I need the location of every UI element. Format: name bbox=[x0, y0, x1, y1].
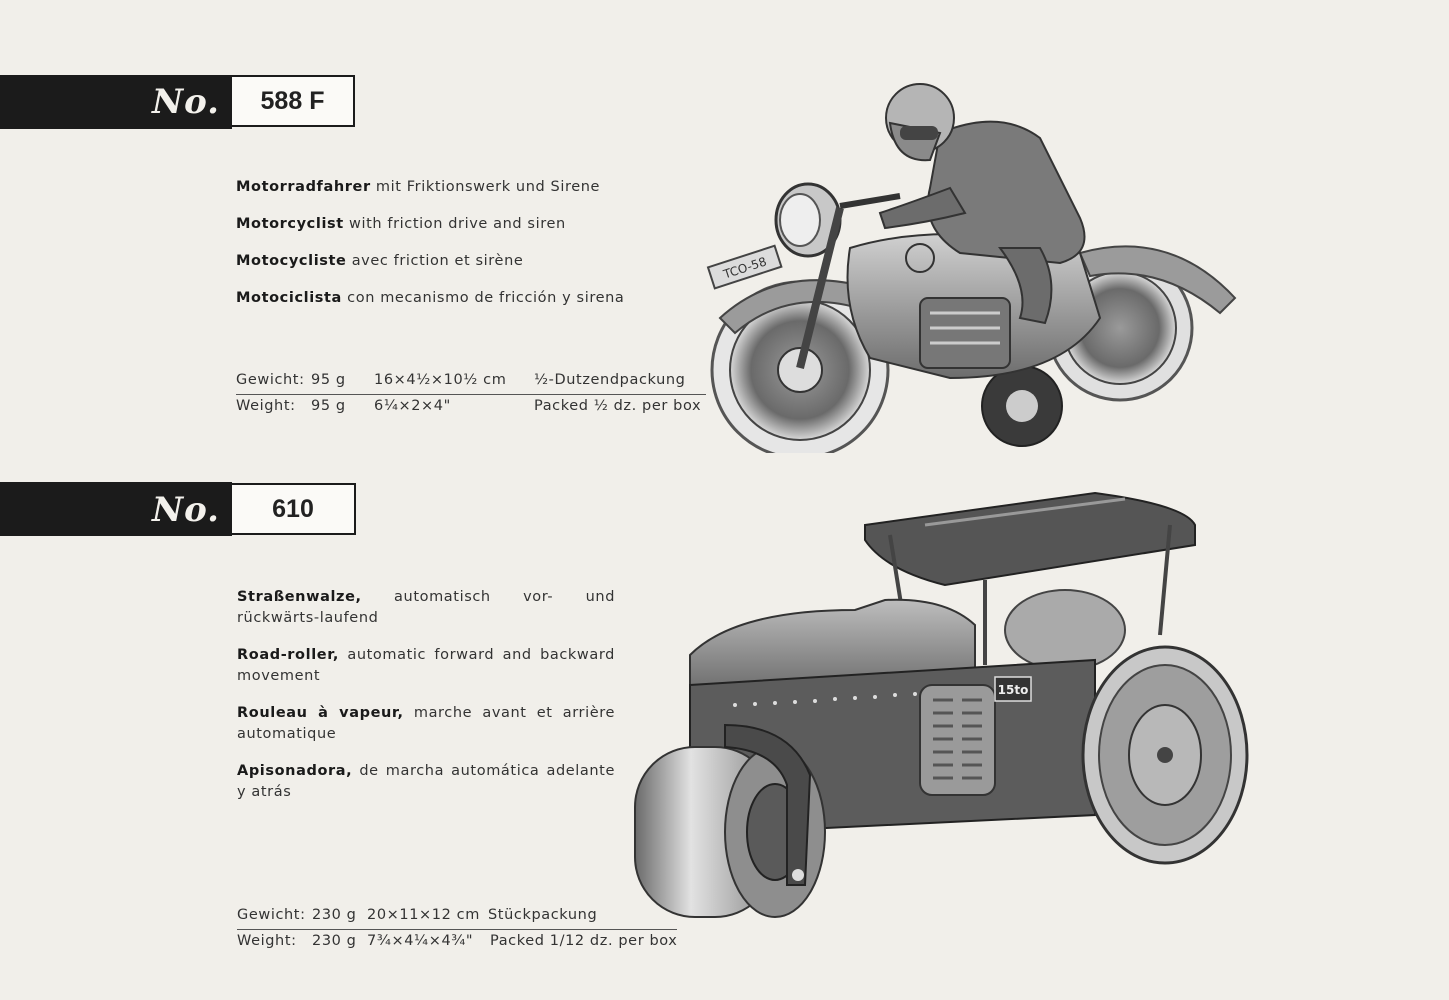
product-name: Road-roller, bbox=[237, 647, 339, 663]
product-name: Rouleau à vapeur, bbox=[237, 705, 404, 721]
spec-dimensions: 7¾×4¼×4¾" bbox=[367, 933, 474, 949]
motorcyclist-illustration: TCO-58 bbox=[706, 83, 1237, 453]
description-text: con mecanismo de fricción y sirena bbox=[347, 290, 625, 306]
number-band bbox=[0, 482, 232, 536]
description-line: Motorcyclist with friction drive and sir… bbox=[236, 214, 676, 235]
description-text: with friction drive and siren bbox=[349, 216, 566, 232]
spec-packing: Stückpackung bbox=[488, 907, 598, 923]
no-label: No. bbox=[152, 82, 220, 122]
description-text: de marcha automática adelante y atrás bbox=[237, 763, 615, 800]
spec-row: Weight: 230 g 7¾×4¼×4¾" Packed 1/12 dz. … bbox=[237, 929, 677, 955]
product-description: Straßenwalze, automatisch vor- und rückw… bbox=[237, 587, 615, 819]
product-name: Motorcyclist bbox=[236, 216, 344, 232]
product-name: Motocycliste bbox=[236, 253, 347, 269]
spec-label: Weight: bbox=[236, 398, 296, 414]
spec-label: Gewicht: bbox=[237, 907, 306, 923]
product-number-box: 610 bbox=[230, 483, 356, 535]
product-number: 610 bbox=[272, 494, 314, 523]
product-name: Motociclista bbox=[236, 290, 342, 306]
spec-row: Gewicht: 230 g 20×11×12 cm Stückpackung bbox=[237, 903, 677, 929]
spec-table: Gewicht: 95 g 16×4½×10½ cm ½-Dutzendpack… bbox=[236, 368, 706, 424]
description-line: Road-roller, automatic forward and backw… bbox=[237, 645, 615, 687]
product-description: Motorradfahrer mit Friktionswerk und Sir… bbox=[236, 177, 676, 325]
spec-divider bbox=[237, 929, 677, 930]
spec-packing: ½-Dutzendpackung bbox=[534, 372, 686, 388]
description-text: mit Friktionswerk und Sirene bbox=[375, 179, 601, 195]
spec-table: Gewicht: 230 g 20×11×12 cm Stückpackung … bbox=[237, 903, 677, 959]
spec-weight: 230 g bbox=[312, 933, 357, 949]
description-text: automatic forward and backward movement bbox=[237, 647, 615, 684]
spec-weight: 95 g bbox=[311, 398, 346, 414]
spec-label: Gewicht: bbox=[236, 372, 305, 388]
description-text: avec friction et sirène bbox=[351, 253, 524, 269]
product-name: Motorradfahrer bbox=[236, 179, 371, 195]
product-number-box: 588 F bbox=[230, 75, 355, 127]
tonnage-badge: 15to bbox=[998, 683, 1029, 697]
spec-packing: Packed 1/12 dz. per box bbox=[490, 933, 678, 949]
description-text: marche avant et arrière automatique bbox=[237, 705, 615, 742]
description-line: Rouleau à vapeur, marche avant et arrièr… bbox=[237, 703, 615, 745]
description-line: Motorradfahrer mit Friktionswerk und Sir… bbox=[236, 177, 676, 198]
spec-divider bbox=[236, 394, 706, 395]
description-line: Motociclista con mecanismo de fricción y… bbox=[236, 288, 676, 309]
no-label: No. bbox=[152, 490, 220, 530]
description-line: Motocycliste avec friction et sirène bbox=[236, 251, 676, 272]
spec-dimensions: 6¼×2×4" bbox=[374, 398, 451, 414]
description-line: Apisonadora, de marcha automática adelan… bbox=[237, 761, 615, 803]
product-name: Straßenwalze, bbox=[237, 589, 362, 605]
spec-packing: Packed ½ dz. per box bbox=[534, 398, 702, 414]
spec-dimensions: 16×4½×10½ cm bbox=[374, 372, 507, 388]
road-roller-illustration: 15to bbox=[634, 491, 1249, 918]
product-name: Apisonadora, bbox=[237, 763, 353, 779]
spec-row: Gewicht: 95 g 16×4½×10½ cm ½-Dutzendpack… bbox=[236, 368, 706, 394]
product-number: 588 F bbox=[260, 86, 325, 115]
spec-weight: 230 g bbox=[312, 907, 357, 923]
spec-label: Weight: bbox=[237, 933, 297, 949]
description-text: automatisch vor- und rückwärts-laufend bbox=[237, 589, 616, 626]
spec-weight: 95 g bbox=[311, 372, 346, 388]
number-band bbox=[0, 75, 232, 129]
spec-dimensions: 20×11×12 cm bbox=[367, 907, 480, 923]
description-line: Straßenwalze, automatisch vor- und rückw… bbox=[237, 587, 615, 629]
spec-row: Weight: 95 g 6¼×2×4" Packed ½ dz. per bo… bbox=[236, 394, 706, 420]
